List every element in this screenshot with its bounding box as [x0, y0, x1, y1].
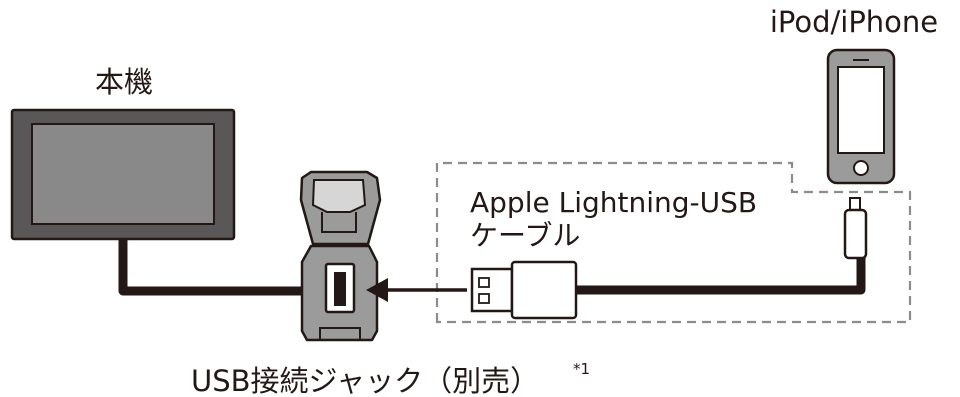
usb-jack-label: USB接続ジャック（別売）	[191, 364, 539, 397]
usb-jack-icon	[299, 170, 382, 342]
usb-plug-icon	[470, 260, 578, 320]
arrow-left-icon	[366, 278, 467, 302]
usb-jack-footnote: *1	[573, 360, 590, 378]
device-label: iPod/iPhone	[770, 5, 938, 39]
smartphone-icon	[826, 48, 896, 185]
cable-label-line2: ケーブル	[470, 219, 580, 252]
lightning-connector-icon	[843, 197, 868, 260]
cable-group-box	[435, 161, 912, 324]
lightning-usb-cable	[576, 258, 866, 295]
head-unit-label: 本機	[95, 65, 153, 99]
cable-label-line1: Apple Lightning-USB	[470, 186, 757, 219]
head-unit-wire	[118, 236, 302, 296]
monitor-icon	[10, 108, 236, 241]
